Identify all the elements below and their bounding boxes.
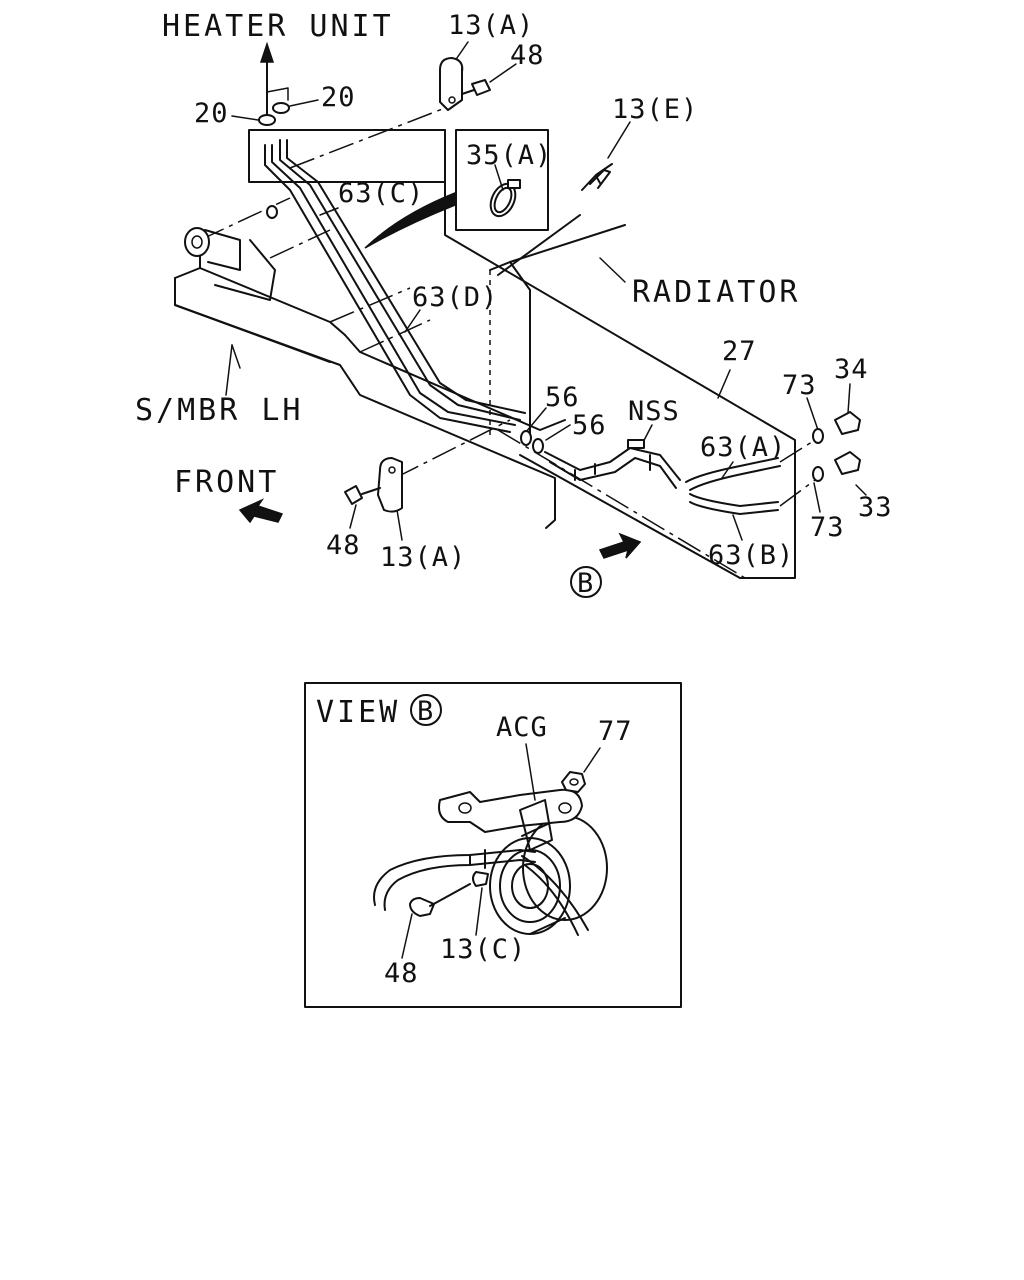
callout-56-left: 56 [545,382,580,413]
callout-20-right: 20 [321,82,356,113]
callout-13a-bottom: 13(A) [380,542,466,573]
label-acg: ACG [496,712,548,743]
bolt-48-top [461,79,491,96]
clamp-13e [581,163,613,191]
clamp-56-pair [520,430,544,454]
callout-63c: 63(C) [338,178,424,209]
callout-48-view: 48 [384,958,419,989]
callout-56-right: 56 [572,410,607,441]
hose-63a-63b [685,439,816,515]
heater-connection-box [248,129,446,183]
view-b-inset: VIEW B ACG 77 48 13(C) [304,682,682,1008]
callout-13e: 13(E) [612,94,698,125]
callout-20-left: 20 [194,98,229,129]
nut-77 [561,747,601,793]
clamp-13a-top [439,57,464,111]
acg-leader [525,743,536,801]
view-b-arrow [598,532,642,559]
front-arrow [238,498,284,524]
label-front: FRONT [174,465,279,500]
radiator-outline [444,129,796,579]
leader-lines [225,41,867,579]
clip-13c [472,871,489,936]
clamp-20-parts [231,99,319,126]
clamp-13a-bottom [344,457,403,513]
heater-unit-arrow [259,41,289,119]
callout-48-top: 48 [510,40,545,71]
callout-13c: 13(C) [440,934,526,965]
view-b-marker-letter: B [577,568,594,599]
main-assembly-view: HEATER UNIT RADIATOR S/MBR LH FRONT NSS … [135,9,893,599]
side-member-frame [174,197,566,529]
hose-nss-section [544,439,681,489]
clamp-35a-inset [455,129,549,231]
view-b-inset-letter: B [417,696,434,727]
callout-27: 27 [722,336,757,367]
label-nss: NSS [628,396,680,427]
callout-63a: 63(A) [700,432,786,463]
hose-63c-63d [264,139,526,433]
callout-63b: 63(B) [708,540,794,571]
alternator-bracket [438,788,583,851]
callout-63d: 63(D) [412,282,498,313]
view-b-marker: B [570,566,602,599]
callout-34: 34 [834,354,869,385]
bolt-48-view [401,883,471,959]
label-smbr-lh: S/MBR LH [135,393,304,428]
label-radiator: RADIATOR [632,275,801,310]
view-b-circle-marker: B [410,694,442,727]
fittings-33-34-73 [812,411,861,482]
callout-48-bottom: 48 [326,530,361,561]
acg-hose [373,849,589,936]
callout-73-top: 73 [782,370,817,401]
callout-33: 33 [858,492,893,523]
label-heater-unit: HEATER UNIT [162,9,394,44]
callout-13a-top: 13(A) [448,10,534,41]
callout-73-bottom: 73 [810,512,845,543]
callout-77: 77 [598,716,633,747]
label-view-b: VIEW [316,695,400,730]
alternator-body [489,815,608,935]
callout-35a: 35(A) [466,140,552,171]
